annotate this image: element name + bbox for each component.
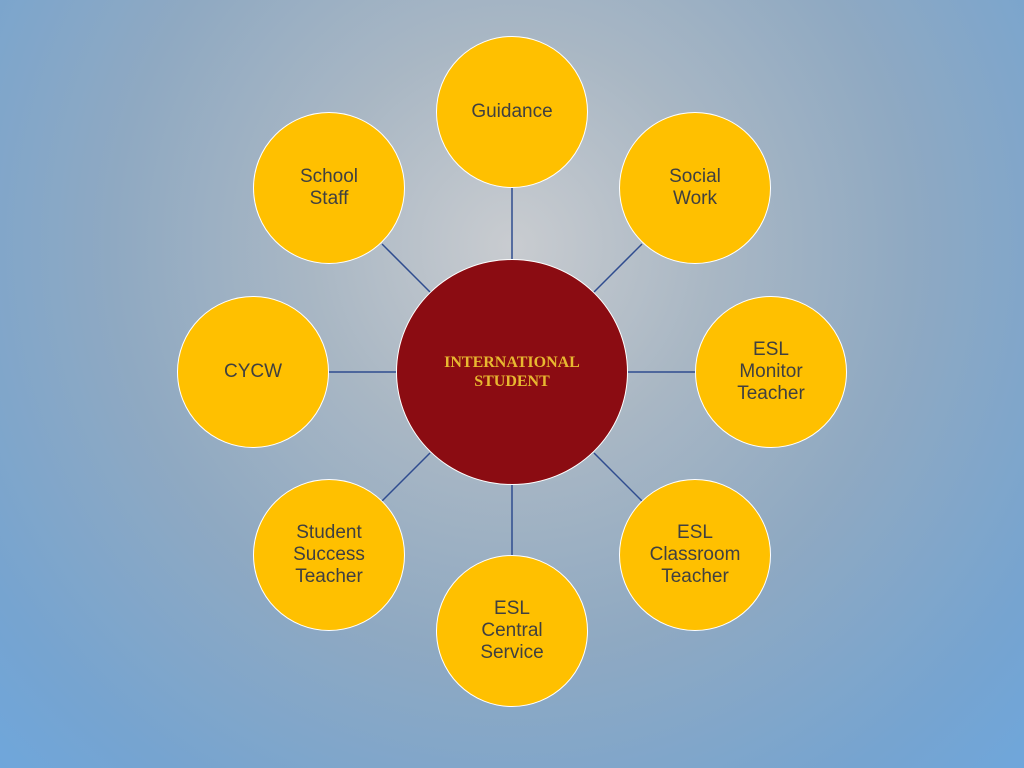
node-label: CYCW xyxy=(223,361,283,382)
node-social-work: Social Work xyxy=(619,112,771,264)
connector-school-staff xyxy=(381,243,431,293)
node-esl-central-service: ESL Central Service xyxy=(436,555,588,707)
node-esl-monitor-teacher: ESL Monitor Teacher xyxy=(695,296,847,448)
node-guidance: Guidance xyxy=(436,36,588,188)
connector-social-work xyxy=(593,243,643,293)
node-student-success-teacher: Student Success Teacher xyxy=(253,479,405,631)
node-label: ESL Monitor Teacher xyxy=(737,339,805,404)
node-cycw: CYCW xyxy=(177,296,329,448)
node-label: Student Success Teacher xyxy=(293,522,365,587)
node-school-staff: School Staff xyxy=(253,112,405,264)
center-node-international-student: INTERNATIONAL STUDENT xyxy=(396,259,628,485)
connector-esl-classroom-teacher xyxy=(593,452,643,502)
node-label: Guidance xyxy=(471,101,553,122)
node-esl-classroom-teacher: ESL Classroom Teacher xyxy=(619,479,771,631)
node-label: School Staff xyxy=(299,166,359,209)
center-node-label: INTERNATIONAL STUDENT xyxy=(444,354,580,390)
connector-student-success-teacher xyxy=(381,452,431,502)
node-label: Social Work xyxy=(669,166,721,209)
node-label: ESL Central Service xyxy=(480,598,544,663)
node-label: ESL Classroom Teacher xyxy=(649,522,741,587)
